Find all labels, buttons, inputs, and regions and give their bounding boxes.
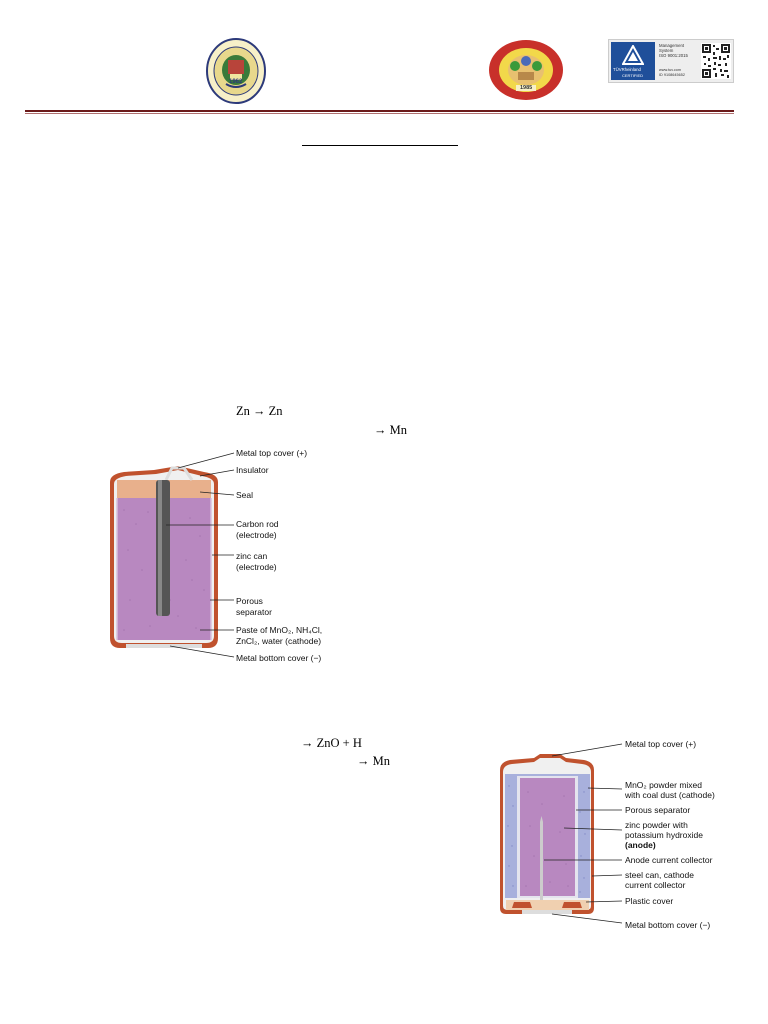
- dry-label-rod-1: Carbon rod: [236, 519, 279, 529]
- alk-label-zinc-2: potassium hydroxide: [625, 830, 703, 840]
- right-seal-year: 1985: [520, 85, 533, 91]
- dry-label-paste-2: ZnCl₂, water (cathode): [236, 636, 322, 646]
- title-underline: [302, 145, 458, 146]
- alk-anode-equation: → ZnO + H: [301, 736, 362, 750]
- header-divider: [25, 110, 734, 112]
- alk-label-collector: Anode current collector: [625, 855, 713, 865]
- college-seal-logo: [206, 38, 266, 104]
- dry-label-bottom: Metal bottom cover (−): [236, 653, 322, 663]
- tuv-mark-sub: CERTIFIED: [622, 73, 644, 78]
- dry-cell-diagram: [110, 452, 235, 658]
- dry-label-sep-1: Porous: [236, 596, 263, 606]
- cert-small-1: www.tuv.com: [659, 68, 682, 72]
- dry-label-sep-2: separator: [236, 607, 272, 617]
- alk-label-mno2-2: with coal dust (cathode): [625, 790, 715, 800]
- alk-label-top-cover: Metal top cover (+): [625, 739, 697, 749]
- cert-line-1: Management: [659, 43, 685, 48]
- tuv-mark: TÜVRheinland CERTIFIED: [611, 42, 655, 80]
- alk-label-zinc-3: (anode): [625, 840, 656, 850]
- dry-label-top-cover: Metal top cover (+): [236, 448, 308, 458]
- dry-label-paste-1: Paste of MnO₂, NH₄Cl,: [236, 625, 323, 635]
- header-divider-shadow: [25, 113, 734, 114]
- dry-label-seal: Seal: [236, 490, 254, 500]
- dry-cathode-equation: → Mn: [374, 423, 407, 437]
- left-seal-year: 1962: [229, 79, 243, 85]
- tuv-triangle-icon: [622, 45, 644, 65]
- dry-label-rod-2: (electrode): [236, 530, 277, 540]
- alk-label-plastic: Plastic cover: [625, 896, 674, 906]
- cert-line-2: System: [659, 48, 674, 53]
- dry-label-zinc-2: (electrode): [236, 562, 277, 572]
- alkaline-cell-diagram: [500, 743, 623, 924]
- certification-badge: TÜVRheinland CERTIFIED Management System…: [608, 39, 734, 83]
- tuv-mark-name: TÜVRheinland: [613, 67, 641, 72]
- engineering-seal-logo: [489, 40, 563, 100]
- alk-label-steel-1: steel can, cathode: [625, 870, 694, 880]
- dry-label-insulator: Insulator: [236, 465, 269, 475]
- alk-label-mno2-1: MnO₂ powder mixed: [625, 780, 702, 790]
- alk-cathode-equation: → Mn: [357, 754, 390, 768]
- alk-label-zinc-1: zinc powder with: [625, 820, 688, 830]
- alk-label-sep: Porous separator: [625, 805, 691, 815]
- header: 1962 1985 TÜVRheinland CERTIFIED Managem…: [0, 0, 768, 120]
- dry-label-zinc-1: zinc can: [236, 551, 268, 561]
- alk-label-steel-2: current collector: [625, 880, 686, 890]
- cert-small-2: ID 9108645652: [659, 73, 685, 77]
- qr-code-icon: [701, 43, 731, 79]
- dry-anode-equation: Zn → Zn: [236, 404, 283, 418]
- alk-label-bottom: Metal bottom cover (−): [625, 920, 711, 930]
- cert-line-3: ISO 9001:2015: [659, 53, 688, 58]
